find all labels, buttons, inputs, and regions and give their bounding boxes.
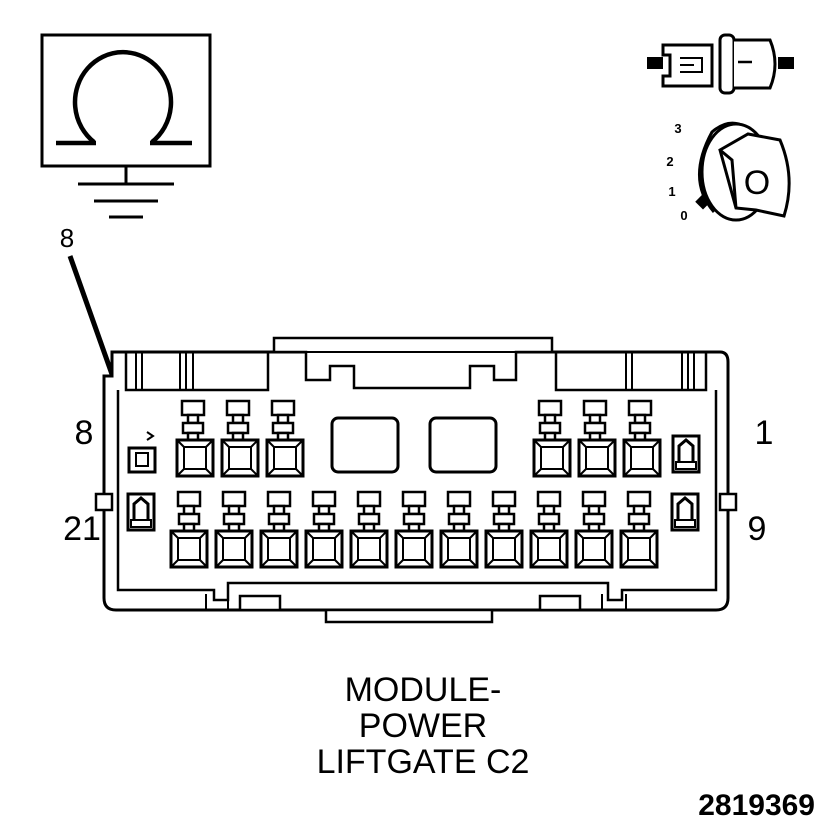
connector-housing — [94, 336, 738, 624]
ignition-position-3: 3 — [674, 121, 681, 136]
pin-9-cavity — [670, 492, 700, 532]
pin-8-cavity — [127, 431, 157, 474]
ohm-ground-icon — [40, 33, 212, 219]
caption-line-3: LIFTGATE C2 — [317, 743, 530, 781]
connector-plug-icon — [647, 33, 794, 95]
pin-label-9: 9 — [748, 510, 767, 548]
callout-label: 8 — [60, 223, 74, 253]
pin-1-cavity — [671, 434, 701, 474]
ignition-position-1: 1 — [668, 184, 675, 199]
ignition-key-icon: O — [695, 121, 791, 222]
pin-label-1: 1 — [755, 414, 774, 452]
ignition-position-0: 0 — [680, 208, 687, 223]
bottom-row-pins — [169, 529, 659, 569]
pin-label-8: 8 — [75, 414, 94, 452]
caption-line-2: POWER — [359, 707, 487, 745]
ignition-key-label: O — [744, 164, 770, 202]
pin-label-21: 21 — [63, 510, 101, 548]
ignition-position-2: 2 — [666, 154, 673, 169]
pin-21-cavity — [126, 492, 156, 532]
caption-line-1: MODULE- — [345, 671, 502, 709]
figure-number: 2819369 — [698, 789, 815, 822]
